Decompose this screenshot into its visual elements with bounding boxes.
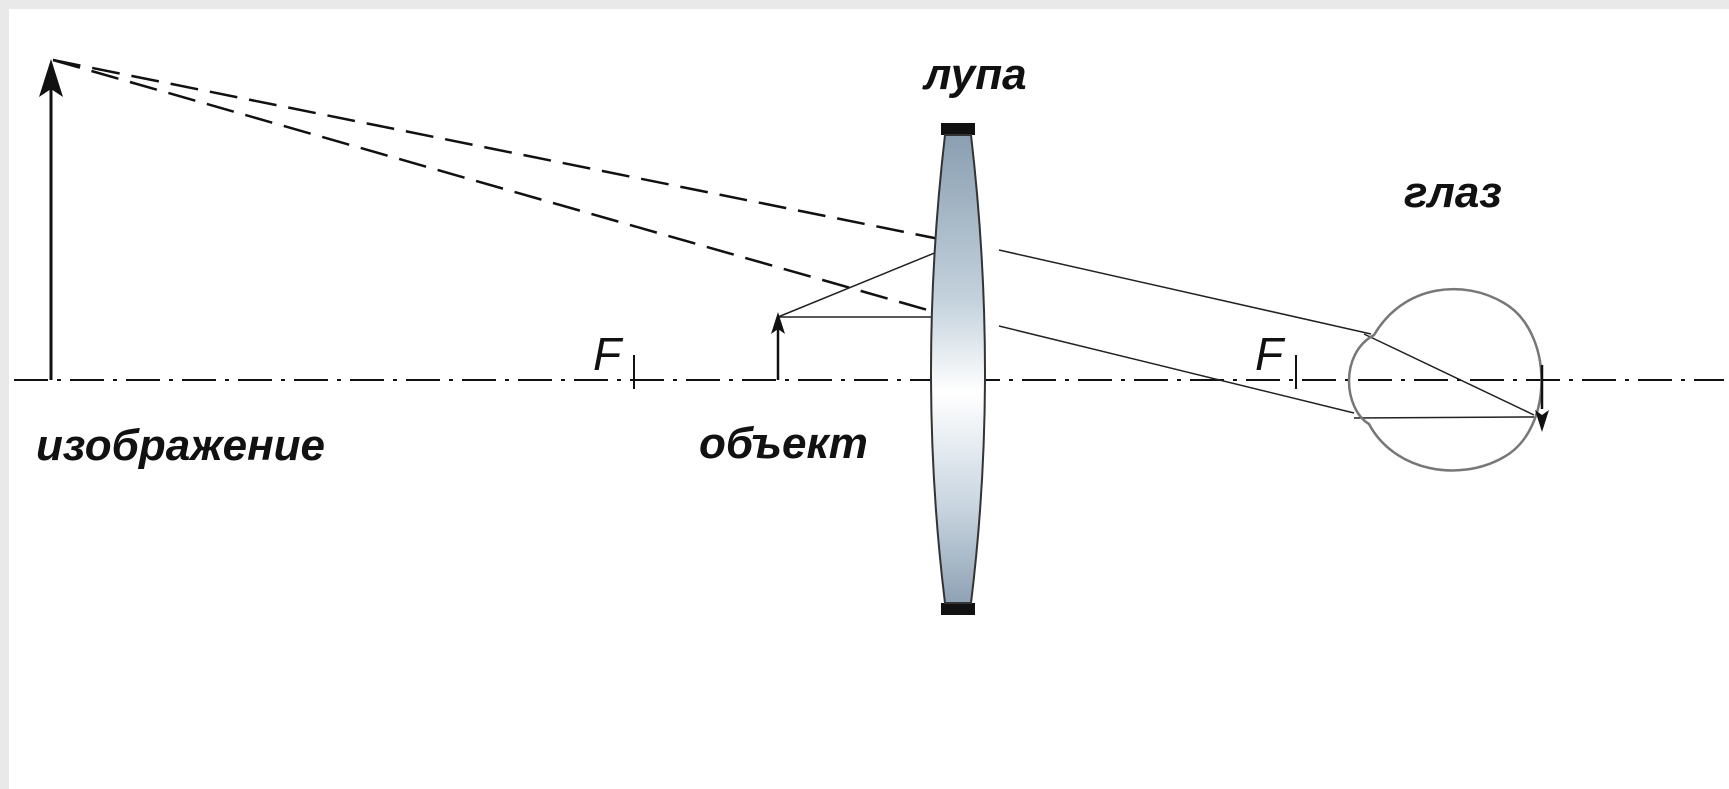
focus-label-left: F xyxy=(593,328,624,380)
retina-arrow xyxy=(1535,365,1549,432)
object-label: объект xyxy=(699,419,868,468)
object-arrow xyxy=(771,312,785,380)
lens-label: лупа xyxy=(922,50,1027,99)
magnifier-diagram: лупа глаз изображение объект F F xyxy=(9,9,1729,789)
image-arrow xyxy=(39,59,63,380)
eye-label: глаз xyxy=(1404,168,1502,217)
image-label: изображение xyxy=(36,421,325,470)
ray-object-to-lens-top xyxy=(777,242,960,318)
ray-lens-to-eye-bottom xyxy=(998,325,1355,414)
virtual-ray-bottom xyxy=(52,58,960,321)
virtual-ray-top xyxy=(52,58,960,245)
magnifier-lens xyxy=(930,123,986,615)
ray-in-eye-top xyxy=(1363,333,1535,416)
eye-outline xyxy=(1347,287,1543,472)
ray-in-eye-bottom xyxy=(1353,416,1535,419)
focus-label-right: F xyxy=(1255,328,1286,380)
ray-lens-to-eye-top xyxy=(998,249,1372,335)
optics-svg: лупа глаз изображение объект F F xyxy=(14,50,1724,615)
